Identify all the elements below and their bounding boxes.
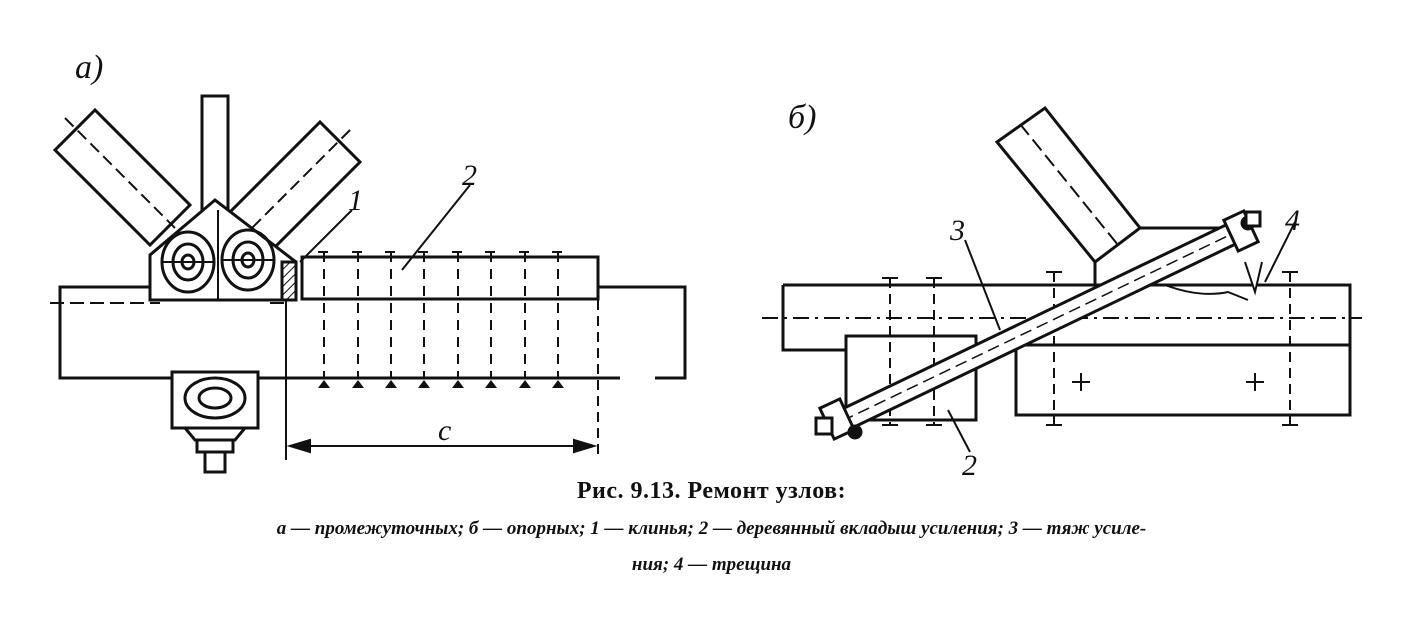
caption-title: Рис. 9.13. Ремонт узлов: — [576, 478, 847, 504]
rod-nut-upper — [1221, 208, 1262, 254]
post-vertical — [200, 94, 230, 218]
callout-b-2: 2 — [962, 449, 977, 482]
panel-b: б) — [762, 99, 1362, 482]
panel-a: a) — [50, 49, 687, 474]
ring-connector-left — [160, 230, 216, 294]
panel-a-label: a) — [75, 49, 103, 86]
callout-a-2: 2 — [462, 159, 477, 192]
callout-b-4: 4 — [1285, 204, 1300, 237]
callout-a-1: 1 — [348, 184, 363, 217]
caption-line-2: ния; 4 — трещина — [631, 554, 792, 575]
gusset-node-a — [148, 198, 298, 302]
rod-nut-lower — [814, 396, 863, 442]
figure-caption: Рис. 9.13. Ремонт узлов: а — промежуточн… — [0, 478, 1423, 583]
caption-body: а — промежуточных; б — опорных; 1 — клин… — [0, 511, 1423, 583]
dimension-c — [285, 300, 599, 460]
ring-connector-right — [220, 228, 276, 292]
callout-a-c: c — [438, 414, 451, 447]
support-block-right — [1014, 343, 1352, 417]
repair-diagram: a) — [50, 49, 1362, 482]
bottom-connector-a — [170, 370, 260, 474]
panel-b-label: б) — [788, 99, 816, 136]
wedge — [280, 260, 298, 302]
beam-a — [58, 285, 687, 380]
brace-b — [994, 105, 1230, 285]
brace-left — [52, 107, 193, 248]
tie-rod — [814, 208, 1262, 442]
wooden-insert-a — [300, 251, 600, 388]
caption-line-1: а — промежуточных; б — опорных; 1 — клин… — [276, 518, 1147, 539]
crack — [1164, 284, 1249, 301]
callout-b-3: 3 — [949, 214, 965, 247]
